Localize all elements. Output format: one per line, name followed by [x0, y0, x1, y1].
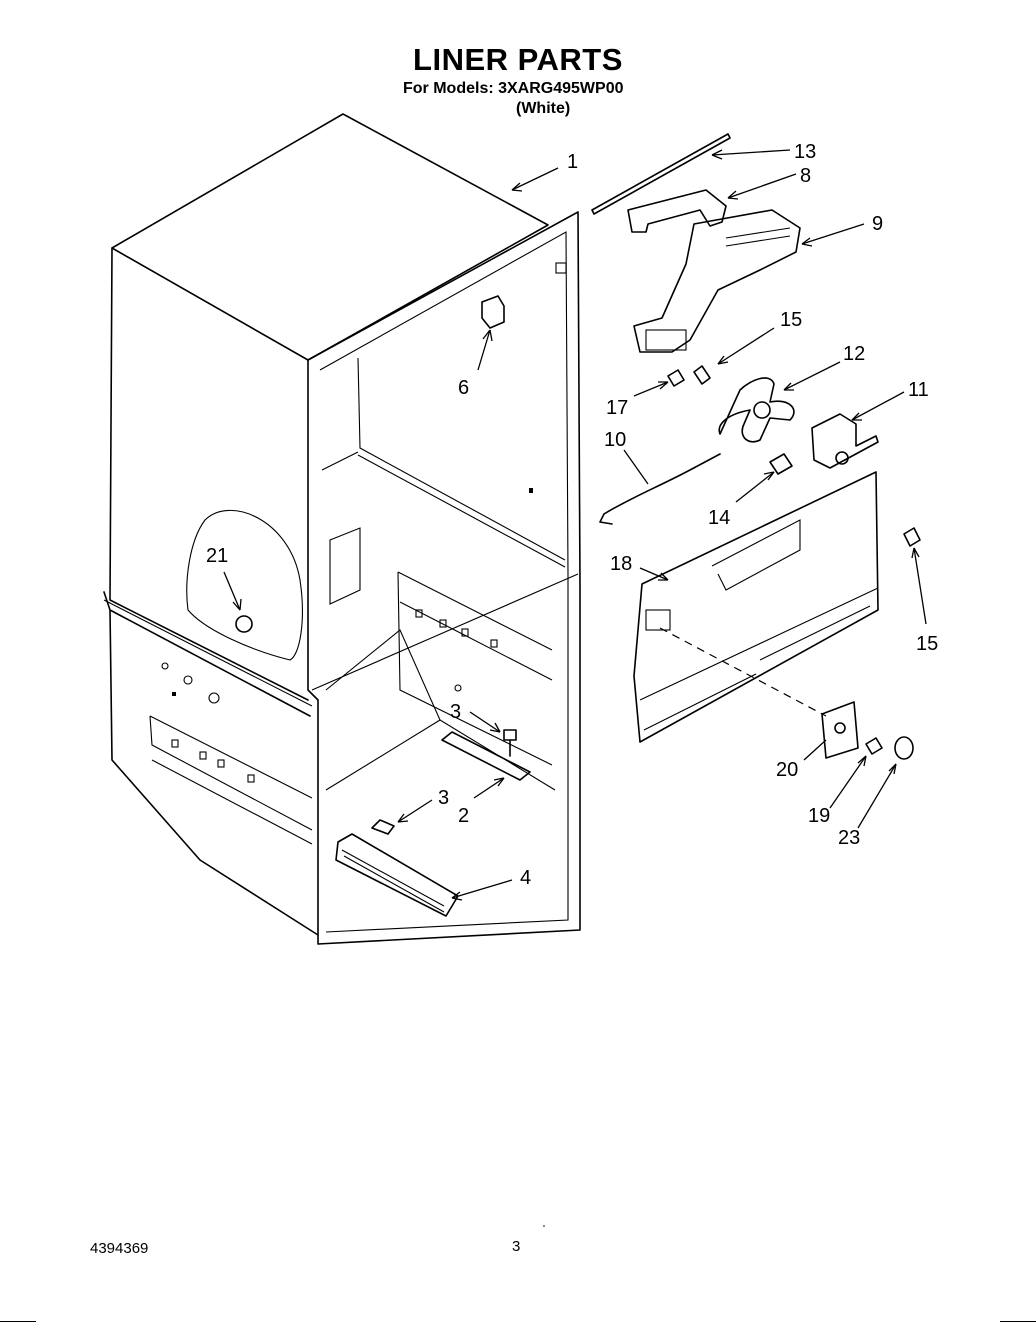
callout-1: 1 [567, 151, 578, 173]
part-3-screw-lower [371, 819, 395, 835]
callout-20: 20 [776, 759, 798, 781]
part-19-screw [865, 737, 883, 755]
bottom-rule-right [1000, 1321, 1036, 1322]
callout-13: 13 [794, 141, 816, 163]
callout-10: 10 [604, 429, 626, 451]
callout-6: 6 [458, 377, 469, 399]
part-11-motor-bracket [811, 413, 879, 469]
part-13-strip [591, 133, 731, 215]
part-12-fan-blade [718, 377, 795, 443]
page-number: 3 [512, 1238, 521, 1255]
callout-4: 4 [520, 867, 531, 889]
callout-17: 17 [606, 397, 628, 419]
part-21-fitting [235, 615, 253, 633]
models-line: For Models: 3XARG495WP00 [403, 80, 624, 97]
callout-3-lower: 3 [438, 787, 449, 809]
callout-18: 18 [610, 553, 632, 575]
part-10-harness [599, 453, 721, 525]
callout-23: 23 [838, 827, 860, 849]
cabinet-liner [103, 113, 581, 945]
part-14-grommet [769, 453, 793, 475]
part-15-screw-lower [903, 527, 921, 547]
callout-3-upper: 3 [450, 701, 461, 723]
callout-19: 19 [808, 805, 830, 827]
callout-15-lower: 15 [916, 633, 938, 655]
document-number: 4394369 [90, 1240, 149, 1257]
callout-12: 12 [843, 343, 865, 365]
leader-lines [223, 149, 927, 901]
callout-2: 2 [458, 805, 469, 827]
page-title: LINER PARTS [413, 42, 623, 77]
callout-9: 9 [872, 213, 883, 235]
part-8-bracket [627, 189, 727, 233]
part-4-grille [335, 833, 459, 917]
callout-11: 11 [908, 379, 929, 401]
part-23-knob [894, 736, 914, 760]
callout-21: 21 [206, 545, 228, 567]
bottom-rule-left [0, 1321, 36, 1322]
callout-14: 14 [708, 507, 730, 529]
part-2-bracket [441, 731, 531, 781]
part-6-switch [481, 295, 505, 329]
color-line: (White) [516, 100, 571, 117]
part-3-screw-upper [503, 729, 517, 757]
part-17-screw [667, 369, 685, 387]
part-18-cover [633, 471, 879, 743]
callout-8: 8 [800, 165, 811, 187]
callout-15-upper: 15 [780, 309, 802, 331]
part-15-screw-upper [693, 365, 711, 385]
part-9-duct [633, 209, 801, 353]
part-20-plate [821, 701, 859, 759]
